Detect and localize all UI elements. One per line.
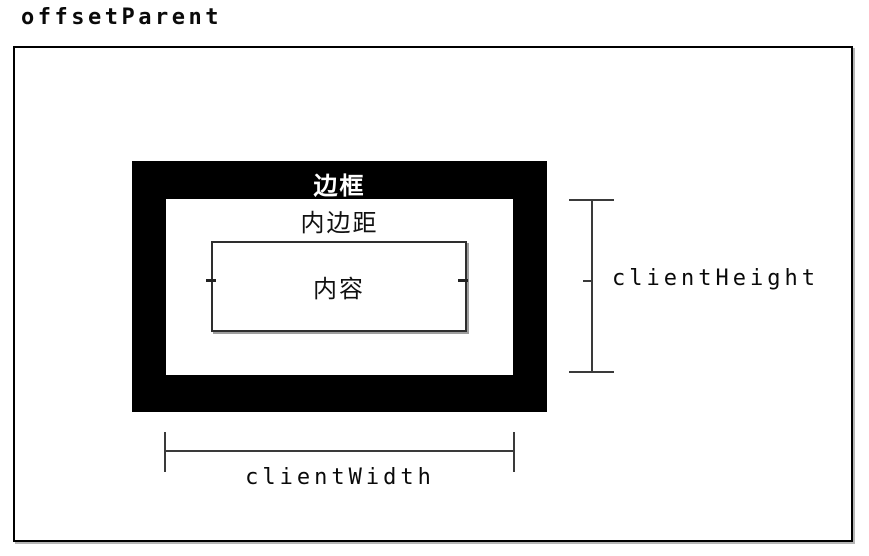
client-width-measure-cap-left <box>164 432 166 472</box>
client-width-measure-cap-right <box>513 432 515 472</box>
client-height-measure-mid-tick <box>583 280 592 282</box>
content-label: 内容 <box>313 275 365 303</box>
client-height-measure-line <box>591 199 593 373</box>
content-box-mid-tick-right <box>458 279 468 282</box>
client-height-measure-cap-bottom <box>569 371 614 373</box>
client-height-measure-cap-top <box>569 199 614 201</box>
content-box: 内容 <box>211 241 467 332</box>
client-width-measure-line <box>165 450 515 452</box>
client-width-label: clientWidth <box>245 465 435 490</box>
page-title: offsetParent <box>21 5 222 30</box>
padding-label: 内边距 <box>300 209 379 237</box>
content-box-mid-tick-left <box>206 279 216 282</box>
border-label: 边框 <box>313 172 366 200</box>
client-height-label: clientHeight <box>612 266 819 291</box>
